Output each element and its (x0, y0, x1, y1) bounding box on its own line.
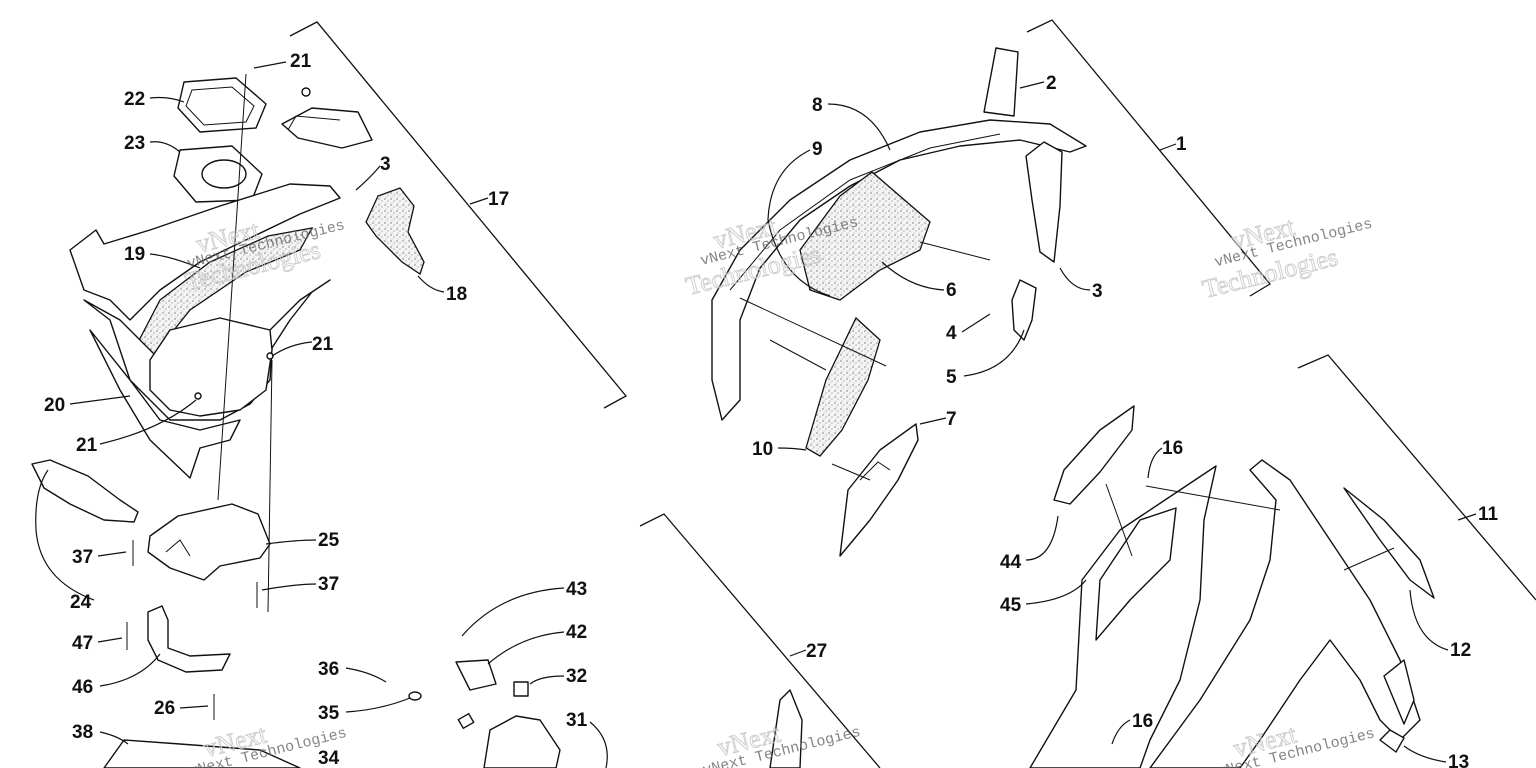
callout-12: 12 (1450, 640, 1471, 661)
callout-1: 1 (1176, 134, 1187, 155)
windshield-12 (1343, 487, 1435, 599)
steering-bracket-31 (408, 659, 561, 768)
callout-47: 47 (72, 633, 93, 654)
callout-37b: 37 (318, 574, 339, 595)
callout-22: 22 (124, 89, 145, 110)
insulator-18 (365, 187, 425, 276)
plate-25 (147, 503, 271, 581)
callout-25: 25 (318, 530, 340, 551)
assembly-bracket-1 (1026, 19, 1271, 297)
callout-37a: 37 (72, 547, 93, 568)
part-13 (1379, 729, 1405, 753)
callout-17: 17 (488, 189, 509, 210)
callout-24: 24 (70, 592, 92, 613)
callout-21c: 21 (76, 435, 98, 456)
callout-16a: 16 (1162, 438, 1183, 459)
callout-3a: 3 (380, 154, 391, 175)
part-27 (769, 689, 803, 768)
callout-32: 32 (566, 666, 587, 687)
callout-36: 36 (318, 659, 339, 680)
callout-6: 6 (946, 280, 957, 301)
callout-19: 19 (124, 244, 145, 265)
side-panel-45 (1029, 465, 1217, 768)
assembly-bracket-27 (639, 513, 881, 768)
callout-31: 31 (566, 710, 588, 731)
callout-5: 5 (946, 367, 957, 388)
fasteners-right (1105, 483, 1395, 571)
windshield-2 (983, 47, 1019, 117)
watermark-right-top: vNext Technologies vNext Technologies (1199, 211, 1374, 304)
side-panel-1 (1025, 141, 1063, 263)
plate-23 (173, 145, 263, 203)
belly-pan-21 (149, 317, 274, 417)
callout-8: 8 (812, 95, 823, 116)
callout-21: 21 (290, 51, 312, 72)
callout-2: 2 (1046, 73, 1057, 94)
callout-42: 42 (566, 622, 587, 643)
bracket-5 (1011, 279, 1037, 341)
leads-center (739, 241, 991, 481)
hood-8 (711, 119, 1087, 421)
bracket-46 (147, 605, 231, 673)
callout-16b: 16 (1132, 711, 1153, 732)
callout-44: 44 (1000, 552, 1022, 573)
callout-43: 43 (566, 579, 587, 600)
callout-4: 4 (946, 323, 957, 344)
callout-13: 13 (1448, 752, 1469, 768)
callout-11: 11 (1478, 504, 1499, 525)
callout-20: 20 (44, 395, 65, 416)
callout-35: 35 (318, 703, 340, 724)
callout-18: 18 (446, 284, 467, 305)
foam-6 (799, 171, 931, 301)
callouts: 21 22 23 3 17 19 18 21 20 21 24 37 25 37… (35, 51, 1499, 768)
panel-19 (69, 183, 341, 321)
part-24 (31, 459, 139, 523)
callout-23: 23 (124, 133, 145, 154)
callout-9: 9 (812, 139, 823, 160)
callout-38: 38 (72, 722, 93, 743)
assembly-bracket-17 (289, 21, 628, 409)
callout-27: 27 (806, 641, 827, 662)
hood-11 (1149, 459, 1421, 768)
panel-7 (839, 423, 919, 557)
callout-45: 45 (1000, 595, 1022, 616)
grille-44 (1053, 405, 1135, 505)
callout-26: 26 (154, 698, 175, 719)
callout-3b: 3 (1092, 281, 1103, 302)
callout-21b: 21 (312, 334, 334, 355)
fasteners-left (126, 73, 273, 720)
gasket-22 (177, 77, 267, 133)
bracket-upper (281, 87, 373, 149)
callout-34: 34 (318, 748, 340, 768)
assembly-bracket-11 (1297, 354, 1536, 601)
part-38 (103, 739, 301, 768)
foam-10 (805, 316, 881, 457)
callout-7: 7 (946, 409, 957, 430)
callout-46: 46 (72, 677, 93, 698)
callout-10: 10 (752, 439, 773, 460)
